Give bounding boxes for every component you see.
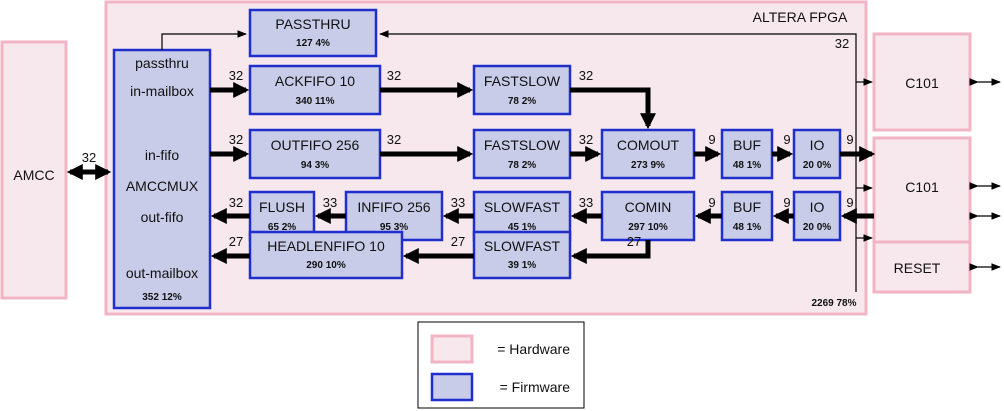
width-label-ack-out: 32 <box>387 68 401 83</box>
width-label-fs-top-out: 32 <box>579 68 593 83</box>
width-label-buf-out-out: 9 <box>783 132 790 147</box>
io-out-block: IO 20 0% <box>792 128 842 180</box>
ackfifo-stat: 340 11% <box>296 96 335 107</box>
amcc-box: AMCC <box>0 40 68 300</box>
amccmux-out-fifo-port: out-fifo <box>141 209 184 225</box>
width-label-flush-in: 32 <box>229 195 243 210</box>
fastslow-to-comout-arrow <box>570 87 657 130</box>
io-out-stat: 20 0% <box>803 160 831 171</box>
fastslow-top-name: FASTSLOW <box>484 73 561 89</box>
passthru-name: PASSTHRU <box>275 16 350 32</box>
outfifo-name: OUTFIFO 256 <box>271 137 360 153</box>
reset-box: RESET <box>872 240 972 294</box>
ackfifo-block: ACKFIFO 10 340 11% <box>248 64 382 116</box>
passthru-return-line <box>379 30 857 292</box>
buf-out-block: BUF 48 1% <box>720 128 774 180</box>
passthru-stat: 127 4% <box>296 38 330 49</box>
width-label-c101-in: 9 <box>846 195 853 210</box>
headlenfifo-block: HEADLENFIFO 10 290 10% <box>248 230 404 280</box>
fpga-total-stat: 2269 78% <box>811 298 856 309</box>
flush-stat: 65 2% <box>268 222 296 233</box>
fastslow-mid-block: FASTSLOW 78 2% <box>472 128 572 180</box>
slowfast-bot-name: SLOWFAST <box>484 238 561 254</box>
width-label-head-out: 27 <box>229 234 243 249</box>
buf-out-stat: 48 1% <box>733 160 761 171</box>
amccmux-in-mailbox-port: in-mailbox <box>130 83 194 99</box>
io-in-block: IO 20 0% <box>792 190 842 242</box>
buf-out-name: BUF <box>733 137 761 153</box>
slowfast-bot-block: SLOWFAST 39 1% <box>472 230 572 280</box>
legend-hardware-swatch <box>430 334 474 364</box>
fpga-title: ALTERA FPGA <box>753 9 848 25</box>
slowfast-bot-stat: 39 1% <box>508 260 536 271</box>
buf-in-stat: 48 1% <box>733 222 761 233</box>
flush-name: FLUSH <box>259 199 305 215</box>
slowfast-mid-name: SLOWFAST <box>484 199 561 215</box>
buf-in-block: BUF 48 1% <box>720 190 774 242</box>
comin-stat: 297 10% <box>628 222 668 233</box>
outfifo-block: OUTFIFO 256 94 3% <box>248 128 382 180</box>
width-label-out-in: 32 <box>229 132 243 147</box>
amccmux-passthru-port: passthru <box>135 55 189 71</box>
comin-to-slowfast-bot-arrow <box>570 240 651 265</box>
c101-top-label: C101 <box>905 75 939 91</box>
slowfast-mid-stat: 45 1% <box>508 222 536 233</box>
comout-name: COMOUT <box>617 137 680 153</box>
fastslow-mid-name: FASTSLOW <box>484 137 561 153</box>
c101-bottom-label: C101 <box>905 179 939 195</box>
width-label-ack-in: 32 <box>229 68 243 83</box>
width-label-fs-mid-out: 32 <box>579 132 593 147</box>
ackfifo-name: ACKFIFO 10 <box>275 73 355 89</box>
legend-firmware-swatch <box>430 372 474 402</box>
mux-to-passthru-line <box>161 30 247 50</box>
width-label-buf-in-out: 9 <box>708 195 715 210</box>
width-label-sf-bot-out: 27 <box>451 234 465 249</box>
width-label-amcc: 32 <box>82 150 96 165</box>
amccmux-out-mailbox-port: out-mailbox <box>126 265 198 281</box>
comin-name: COMIN <box>625 199 672 215</box>
width-label-comin-down: 27 <box>627 234 641 249</box>
reset-label: RESET <box>894 260 941 276</box>
passthru-block: PASSTHRU 127 4% <box>248 8 378 58</box>
width-label-comout-out: 9 <box>708 132 715 147</box>
width-label-out-out: 32 <box>387 132 401 147</box>
io-in-name: IO <box>810 199 825 215</box>
outfifo-stat: 94 3% <box>301 160 329 171</box>
headlenfifo-stat: 290 10% <box>306 260 346 271</box>
headlenfifo-name: HEADLENFIFO 10 <box>267 238 385 254</box>
amcc-label: AMCC <box>13 167 54 183</box>
fastslow-top-block: FASTSLOW 78 2% <box>472 64 572 116</box>
legend: = Hardware = Firmware <box>417 321 585 409</box>
amccmux-stat: 352 12% <box>142 292 182 303</box>
legend-hardware-label: = Hardware <box>497 341 570 357</box>
fastslow-top-stat: 78 2% <box>508 96 536 107</box>
fastslow-mid-stat: 78 2% <box>508 160 536 171</box>
width-label-infifo-out: 33 <box>323 195 337 210</box>
infifo-block: INFIFO 256 95 3% <box>344 190 444 242</box>
io-out-name: IO <box>810 137 825 153</box>
comout-stat: 273 9% <box>631 160 665 171</box>
io-in-stat: 20 0% <box>803 222 831 233</box>
comout-block: COMOUT 273 9% <box>600 128 696 180</box>
width-label-sf-mid-out: 33 <box>451 195 465 210</box>
comin-block: COMIN 297 10% <box>600 190 696 242</box>
amccmux-name: AMCCMUX <box>126 178 199 194</box>
amccmux-in-fifo-port: in-fifo <box>145 147 179 163</box>
width-label-passthru: 32 <box>835 36 849 51</box>
infifo-stat: 95 3% <box>380 222 408 233</box>
width-label-comin-out: 33 <box>579 195 593 210</box>
legend-firmware-label: = Firmware <box>500 379 571 395</box>
amccmux-block: passthru in-mailbox in-fifo AMCCMUX out-… <box>112 48 212 310</box>
buf-in-name: BUF <box>733 199 761 215</box>
c101-top-box: C101 <box>872 32 972 132</box>
infifo-name: INFIFO 256 <box>357 199 430 215</box>
width-label-io-in-out: 9 <box>783 195 790 210</box>
width-label-io-out-out: 9 <box>846 132 853 147</box>
